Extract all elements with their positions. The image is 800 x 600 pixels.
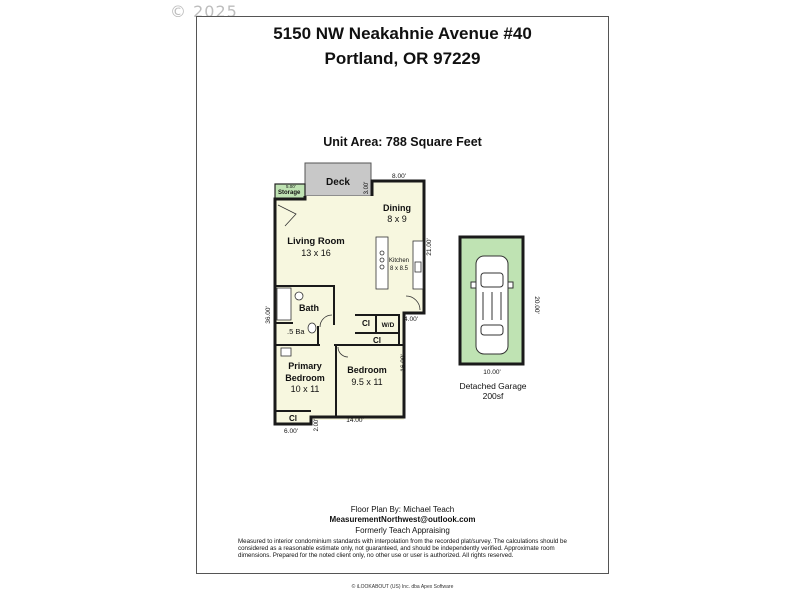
kitchen-label: Kitchen	[389, 258, 409, 264]
door-swings	[277, 204, 421, 358]
interior-walls	[275, 285, 404, 417]
garage-width: 10.00'	[483, 369, 501, 376]
dimension-bottom-left: 6.00'	[284, 428, 298, 435]
software-credit: © iLOOKABOUT (US) Inc. dba Apex Software	[351, 584, 454, 590]
primary-bedroom-size: 10 x 11	[291, 384, 320, 394]
dimension-right-upper: 21.00'	[426, 238, 433, 256]
closet-label-3: Cl	[289, 414, 297, 423]
washer-dryer-label: W/D	[382, 322, 395, 329]
living-room-size: 13 x 16	[301, 248, 331, 258]
garage-length: 20.00'	[533, 296, 540, 314]
deck-area	[304, 162, 372, 197]
primary-bedroom-label-2: Bedroom	[285, 373, 325, 383]
address-line-2: Portland, OR 97229	[324, 49, 481, 68]
closet-label-2: Cl	[373, 336, 381, 345]
storage-dimension: 5.00'	[286, 184, 296, 189]
kitchen-size: 8 x 8.5	[390, 266, 409, 272]
closet-label-1: Cl	[362, 319, 370, 328]
credits-author: Floor Plan By: Michael Teach	[350, 505, 455, 514]
exterior-walls	[273, 179, 426, 426]
dimension-bottom: 14.00'	[346, 417, 364, 424]
bedroom-size: 9.5 x 11	[351, 377, 382, 387]
closet-floor	[275, 413, 311, 424]
deck-label: Deck	[326, 177, 350, 188]
disclaimer-text: Measured to interior condominium standar…	[238, 538, 567, 559]
credits-email: MeasurementNorthwest@outlook.com	[329, 515, 476, 524]
car-icon	[470, 255, 514, 355]
bath-label: Bath	[299, 303, 319, 313]
storage-label: Storage	[278, 190, 301, 196]
dimension-right-lower: 16.00'	[400, 354, 407, 372]
primary-bedroom-label: Primary	[288, 361, 322, 371]
living-room-label: Living Room	[287, 236, 345, 247]
garage-label: Detached Garage	[459, 381, 526, 391]
bedroom-label: Bedroom	[347, 365, 387, 375]
dimension-deck-side: 3.00'	[364, 182, 370, 195]
dimension-top: 8.00'	[392, 173, 406, 180]
unit-area: Unit Area: 788 Square Feet	[323, 135, 482, 149]
dimension-notch: 4.00'	[404, 316, 418, 323]
dining-label: Dining	[383, 203, 411, 213]
kitchen-counters	[375, 236, 424, 290]
address-line-1: 5150 NW Neakahnie Avenue #40	[273, 24, 532, 43]
dining-size: 8 x 9	[387, 214, 407, 224]
dimension-bottom-small: 2.00'	[314, 419, 320, 432]
half-bath-label: .5 Ba	[287, 327, 305, 336]
bath-fixtures	[276, 287, 317, 357]
credits-formerly: Formerly Teach Appraising	[355, 526, 450, 535]
garage-area: 200sf	[483, 391, 504, 401]
dimension-left: 36.00'	[265, 306, 272, 324]
